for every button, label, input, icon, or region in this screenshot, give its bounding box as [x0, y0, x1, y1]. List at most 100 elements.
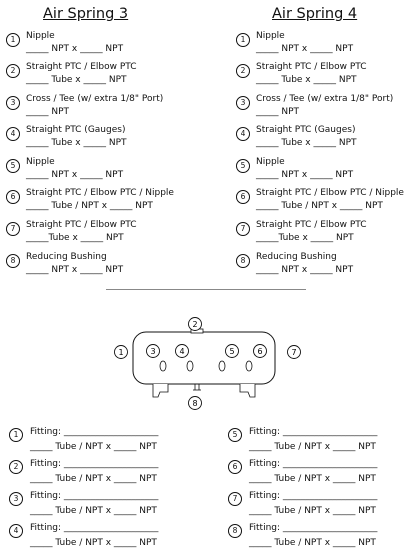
fitting-1: 1 Fitting: _____________________ _____ T… [9, 424, 209, 454]
spring3-item-2: 2 Straight PTC / Elbow PTC _____ Tube x … [6, 62, 206, 92]
item-blank-field[interactable]: _____ NPT x _____ NPT [26, 265, 124, 275]
fitting-size-field[interactable]: _____ Tube / NPT x _____ NPT [30, 506, 157, 516]
item-blank-field[interactable]: _____ NPT x _____ NPT [256, 265, 354, 275]
spring3-item-4: 4 Straight PTC (Gauges) _____ Tube x ___… [6, 125, 206, 155]
number-badge: 2 [9, 460, 23, 474]
callout-7: 7 [287, 345, 301, 359]
item-blank-field[interactable]: _____ NPT x _____ NPT [256, 170, 354, 180]
fitting-name-field[interactable]: Fitting: _____________________ [249, 491, 378, 501]
item-label: Straight PTC / Elbow PTC [256, 220, 367, 230]
svg-text:4: 4 [179, 347, 184, 356]
section-divider [106, 289, 306, 290]
spring4-item-1: 1 Nipple _____ NPT x _____ NPT [236, 31, 416, 61]
fitting-size-field[interactable]: _____ Tube / NPT x _____ NPT [30, 474, 157, 484]
number-badge: 3 [236, 96, 250, 110]
item-blank-field[interactable]: _____ Tube / NPT x _____ NPT [256, 201, 383, 211]
item-blank-field[interactable]: _____ NPT x _____ NPT [256, 44, 354, 54]
fitting-2: 2 Fitting: _____________________ _____ T… [9, 456, 209, 486]
item-label: Reducing Bushing [26, 252, 107, 262]
spring4-item-7: 7 Straight PTC / Elbow PTC _____Tube x _… [236, 220, 416, 250]
spring4-item-8: 8 Reducing Bushing _____ NPT x _____ NPT [236, 252, 416, 282]
callout-8: 8 [188, 396, 202, 410]
port-opening [159, 360, 167, 372]
air-spring-3-title: Air Spring 3 [43, 6, 129, 22]
number-badge: 4 [9, 524, 23, 538]
number-badge: 8 [228, 524, 242, 538]
fitting-name-field[interactable]: Fitting: _____________________ [30, 523, 159, 533]
number-badge: 4 [236, 127, 250, 141]
number-badge: 8 [6, 254, 20, 268]
item-blank-field[interactable]: _____ NPT [256, 107, 300, 117]
fitting-name-field[interactable]: Fitting: _____________________ [30, 459, 159, 469]
fitting-name-field[interactable]: Fitting: _____________________ [249, 427, 378, 437]
item-label: Nipple [256, 31, 285, 41]
number-badge: 1 [236, 33, 250, 47]
number-badge: 5 [236, 159, 250, 173]
number-badge: 3 [6, 96, 20, 110]
fitting-size-field[interactable]: _____ Tube / NPT x _____ NPT [249, 474, 376, 484]
callout-1: 1 [114, 345, 128, 359]
svg-text:2: 2 [192, 320, 197, 329]
spring4-item-3: 3 Cross / Tee (w/ extra 1/8" Port) _____… [236, 94, 416, 124]
item-label: Straight PTC / Elbow PTC [256, 62, 367, 72]
number-badge: 5 [228, 428, 242, 442]
item-blank-field[interactable]: _____Tube x _____ NPT [26, 233, 124, 243]
spring3-item-3: 3 Cross / Tee (w/ extra 1/8" Port) _____… [6, 94, 206, 124]
number-badge: 7 [228, 492, 242, 506]
item-blank-field[interactable]: _____ Tube / NPT x _____ NPT [26, 201, 153, 211]
item-label: Cross / Tee (w/ extra 1/8" Port) [26, 94, 164, 104]
item-blank-field[interactable]: _____ Tube x _____ NPT [256, 138, 357, 148]
fitting-size-field[interactable]: _____ Tube / NPT x _____ NPT [249, 538, 376, 548]
fitting-name-field[interactable]: Fitting: _____________________ [249, 459, 378, 469]
fitting-name-field[interactable]: Fitting: _____________________ [30, 491, 159, 501]
spring3-item-5: 5 Nipple _____ NPT x _____ NPT [6, 157, 206, 187]
item-label: Straight PTC / Elbow PTC [26, 220, 137, 230]
port-opening [218, 360, 226, 372]
number-badge: 1 [6, 33, 20, 47]
item-blank-field[interactable]: _____ NPT x _____ NPT [26, 170, 124, 180]
callout-5: 5 [225, 344, 239, 358]
item-blank-field[interactable]: _____ Tube x _____ NPT [26, 138, 127, 148]
fitting-name-field[interactable]: Fitting: _____________________ [30, 427, 159, 437]
callout-3: 3 [146, 344, 160, 358]
fitting-3: 3 Fitting: _____________________ _____ T… [9, 488, 209, 518]
number-badge: 3 [9, 492, 23, 506]
air-tank-diagram: 1 2 3 4 5 6 7 8 [114, 317, 301, 410]
number-badge: 2 [6, 64, 20, 78]
fitting-size-field[interactable]: _____ Tube / NPT x _____ NPT [249, 442, 376, 452]
fitting-7: 7 Fitting: _____________________ _____ T… [228, 488, 416, 518]
number-badge: 4 [6, 127, 20, 141]
number-badge: 6 [236, 190, 250, 204]
tank-body [132, 331, 276, 385]
port-opening [186, 360, 194, 372]
spring3-item-6: 6 Straight PTC / Elbow PTC / Nipple ____… [6, 188, 206, 218]
fitting-size-field[interactable]: _____ Tube / NPT x _____ NPT [249, 506, 376, 516]
svg-text:7: 7 [291, 348, 296, 357]
fitting-size-field[interactable]: _____ Tube / NPT x _____ NPT [30, 442, 157, 452]
spring3-item-7: 7 Straight PTC / Elbow PTC _____Tube x _… [6, 220, 206, 250]
callout-6: 6 [253, 344, 267, 358]
air-spring-4-title: Air Spring 4 [272, 6, 358, 22]
item-blank-field[interactable]: _____ NPT x _____ NPT [26, 44, 124, 54]
fitting-5: 5 Fitting: _____________________ _____ T… [228, 424, 416, 454]
spring4-item-5: 5 Nipple _____ NPT x _____ NPT [236, 157, 416, 187]
callout-2: 2 [188, 317, 202, 331]
item-label: Nipple [256, 157, 285, 167]
fitting-6: 6 Fitting: _____________________ _____ T… [228, 456, 416, 486]
item-label: Straight PTC / Elbow PTC / Nipple [26, 188, 174, 198]
item-label: Nipple [26, 31, 55, 41]
fitting-name-field[interactable]: Fitting: _____________________ [249, 523, 378, 533]
number-badge: 6 [228, 460, 242, 474]
item-label: Nipple [26, 157, 55, 167]
item-blank-field[interactable]: _____ Tube x _____ NPT [26, 75, 127, 85]
fitting-8: 8 Fitting: _____________________ _____ T… [228, 520, 416, 550]
item-label: Cross / Tee (w/ extra 1/8" Port) [256, 94, 394, 104]
item-blank-field[interactable]: _____ NPT [26, 107, 70, 117]
fitting-size-field[interactable]: _____ Tube / NPT x _____ NPT [30, 538, 157, 548]
item-blank-field[interactable]: _____Tube x _____ NPT [256, 233, 354, 243]
item-blank-field[interactable]: _____ Tube x _____ NPT [256, 75, 357, 85]
number-badge: 8 [236, 254, 250, 268]
item-label: Straight PTC (Gauges) [26, 125, 126, 135]
spring4-item-4: 4 Straight PTC (Gauges) _____ Tube x ___… [236, 125, 416, 155]
svg-text:3: 3 [150, 347, 155, 356]
